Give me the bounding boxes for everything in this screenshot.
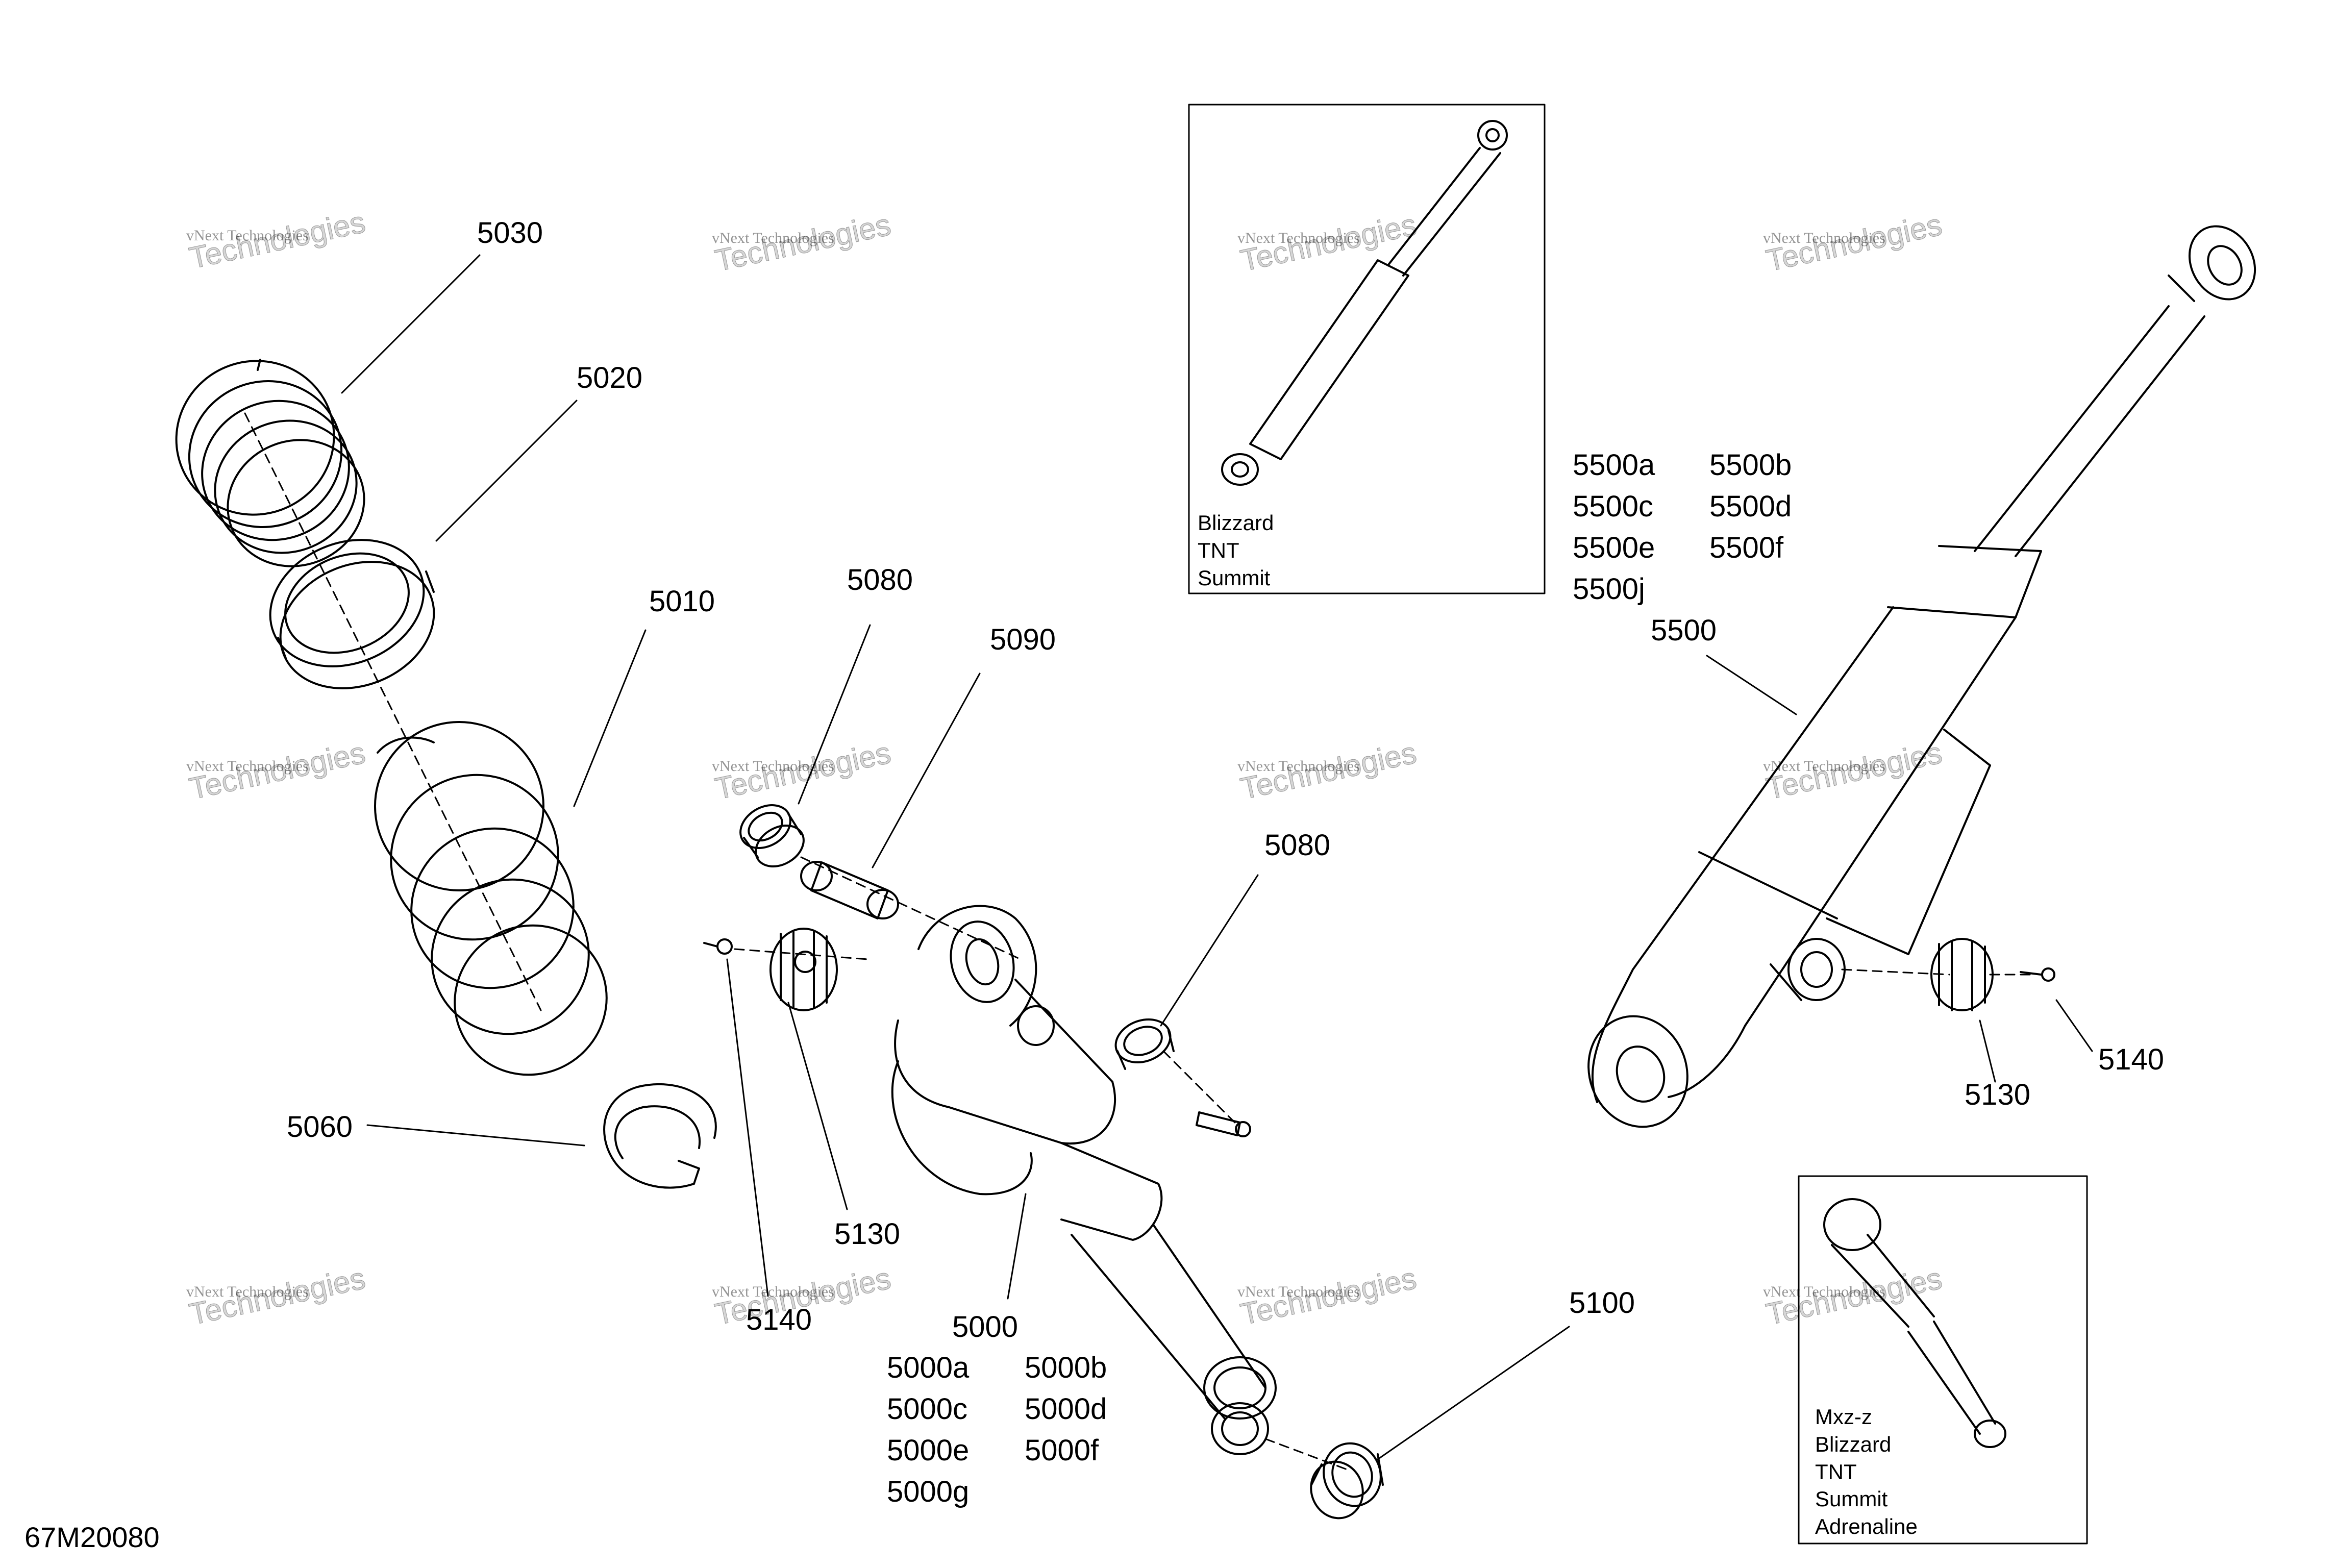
- ring-5020: [269, 539, 435, 689]
- diagram-reference-code: 67M20080: [24, 1521, 160, 1553]
- variant-5500b: 5500b: [1709, 449, 1792, 482]
- variant-5000f: 5000f: [1025, 1434, 1099, 1467]
- callout-5140-left: 5140: [746, 1303, 812, 1336]
- spring-5010: [374, 721, 608, 1076]
- callout-5080-right: 5080: [1264, 829, 1331, 862]
- screw-5140-left: [703, 938, 733, 955]
- callout-5010: 5010: [649, 585, 715, 618]
- inset-frame-bottom: [1798, 1175, 2088, 1545]
- callout-5130-right: 5130: [1965, 1078, 2031, 1111]
- variant-5000a: 5000a: [887, 1351, 970, 1384]
- variant-5500j: 5500j: [1573, 573, 1645, 606]
- callout-5060: 5060: [287, 1110, 353, 1143]
- callout-5030: 5030: [477, 216, 543, 250]
- variant-5500e: 5500e: [1573, 531, 1655, 564]
- inset-frame-top: [1188, 104, 1546, 594]
- shock-5500: [1587, 225, 2256, 1128]
- callout-5500: 5500: [1651, 614, 1717, 647]
- variant-5500f: 5500f: [1709, 531, 1784, 564]
- bushing-5080-right: [1114, 1018, 1175, 1070]
- variant-5000e: 5000e: [887, 1434, 970, 1467]
- callout-5020: 5020: [577, 361, 643, 394]
- spring-5030: [175, 359, 365, 567]
- sleeve-5090: [800, 861, 899, 919]
- callout-5140-right: 5140: [2098, 1043, 2165, 1076]
- variant-5000g: 5000g: [887, 1475, 970, 1508]
- callout-5000: 5000: [952, 1310, 1019, 1343]
- inset-top-models: Blizzard TNT Summit: [1198, 511, 1274, 590]
- callout-5130-left: 5130: [834, 1217, 901, 1251]
- variant-5000b: 5000b: [1025, 1351, 1107, 1384]
- retainer-5060: [603, 1083, 717, 1189]
- callout-5100: 5100: [1569, 1286, 1635, 1320]
- bushing-5080-left: [739, 804, 805, 867]
- knob-5130-left: [769, 928, 838, 1011]
- inset-top-shock: [1221, 120, 1508, 486]
- inset-bottom-shock: [1823, 1198, 2006, 1448]
- variant-5500a: 5500a: [1573, 449, 1655, 482]
- screw-5140-right: [2020, 967, 2055, 982]
- shock-5000: [891, 905, 1277, 1455]
- bolt: [1196, 1111, 1251, 1137]
- variant-5000d: 5000d: [1025, 1392, 1107, 1426]
- variant-5000c: 5000c: [887, 1392, 968, 1426]
- bushing-5100: [1310, 1442, 1384, 1520]
- callout-5080-left: 5080: [847, 563, 913, 596]
- variant-5500c: 5500c: [1573, 490, 1654, 523]
- inset-bottom-models: Mxz-z Blizzard TNT Summit Adrenaline: [1815, 1405, 1918, 1538]
- variant-5500d: 5500d: [1709, 490, 1792, 523]
- callout-5090: 5090: [990, 623, 1056, 656]
